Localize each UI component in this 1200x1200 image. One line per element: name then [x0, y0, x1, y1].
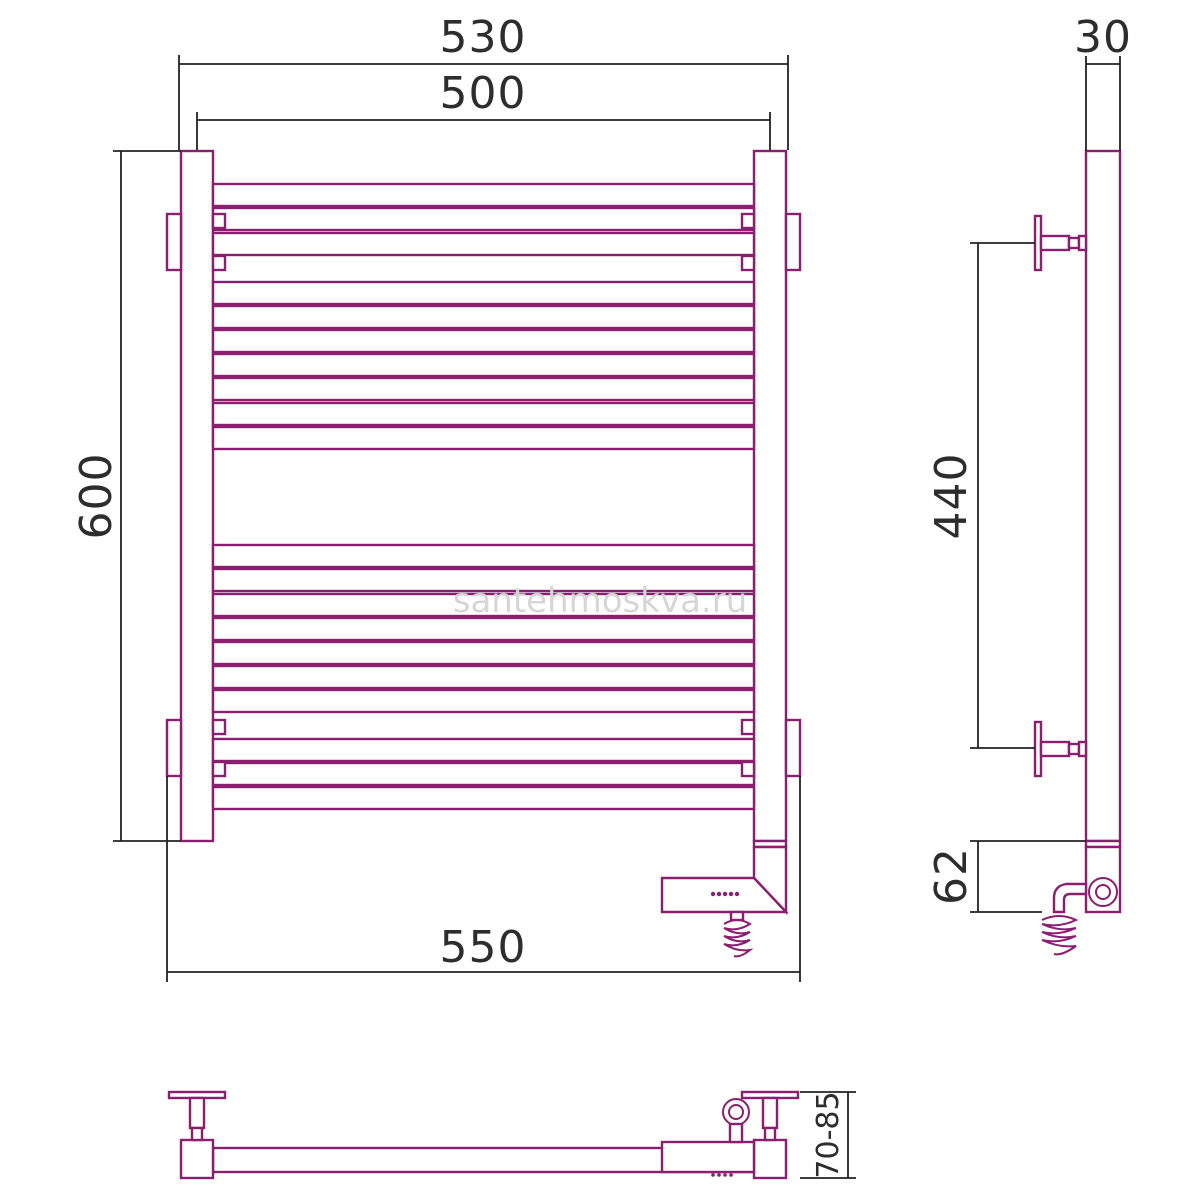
- front-brackets: [165, 212, 802, 778]
- overall-width-label: 530: [440, 12, 527, 63]
- side-upright: [1084, 149, 1122, 843]
- depth-label: 30: [1074, 12, 1132, 63]
- side-view: 30 440 62: [926, 12, 1132, 956]
- rung: [211, 664, 756, 690]
- rungs: [211, 182, 756, 811]
- dimension-base-width: 550: [166, 776, 801, 982]
- side-brackets: [1033, 214, 1088, 778]
- height-label: 600: [71, 453, 122, 540]
- dimension-heater-offset: 62: [926, 840, 1086, 913]
- rung: [211, 376, 756, 402]
- mount-spacing-label: 440: [926, 453, 977, 540]
- rung: [211, 328, 756, 354]
- center-width-label: 500: [440, 68, 527, 119]
- rung: [211, 592, 756, 618]
- right-upright: [752, 149, 788, 843]
- dimension-wall-distance: 70-85: [800, 1091, 856, 1179]
- rung: [211, 567, 756, 593]
- rung: [211, 737, 756, 763]
- dimension-mount-spacing: 440: [926, 242, 1035, 749]
- rung: [211, 543, 756, 569]
- watermark: santehmoskva.ru: [453, 581, 748, 621]
- dimension-center-width: 500: [196, 68, 771, 150]
- rung: [211, 401, 756, 427]
- rung: [211, 182, 756, 208]
- top-view: 70-85: [167, 1090, 856, 1180]
- rung: [211, 352, 756, 378]
- rung: [211, 425, 756, 451]
- dimension-overall-width: 530: [178, 12, 789, 150]
- rung: [211, 785, 756, 811]
- wall-distance-label: 70-85: [811, 1091, 846, 1178]
- heater-offset-label: 62: [926, 847, 977, 905]
- heater-element: [660, 839, 789, 958]
- rung: [211, 231, 756, 257]
- rung: [211, 640, 756, 666]
- rung: [211, 616, 756, 642]
- dimension-depth: 30: [1074, 12, 1132, 151]
- rung: [211, 688, 756, 714]
- rung: [211, 761, 756, 787]
- dimension-height: 600: [71, 150, 181, 842]
- rung: [211, 280, 756, 306]
- left-upright: [179, 149, 215, 843]
- base-width-label: 550: [440, 922, 527, 973]
- front-view: 530 500 600 550 santehmoskva.ru: [71, 12, 802, 982]
- rung: [211, 304, 756, 330]
- rung: [211, 206, 756, 232]
